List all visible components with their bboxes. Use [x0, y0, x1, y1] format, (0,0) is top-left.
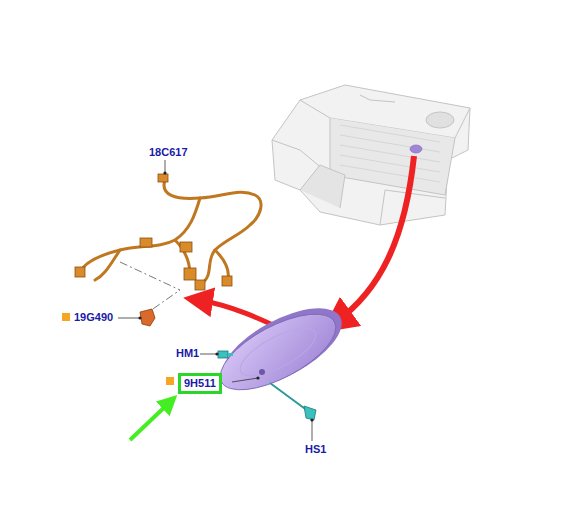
highlight-box: 9H511 [178, 373, 222, 394]
truck-bed [272, 85, 470, 225]
fastener-hs1 [270, 383, 316, 420]
location-arrow [336, 156, 414, 322]
callout-number: HM1 [175, 347, 200, 360]
trim-plate [209, 292, 353, 405]
callout-number: 19G490 [73, 311, 114, 324]
highlight-arrow [130, 402, 170, 440]
harness-connectors [75, 174, 232, 290]
callout-number: HS1 [304, 443, 327, 456]
fastener-hm1 [218, 351, 233, 358]
part-number: 9H511 [184, 377, 216, 390]
connector-part [140, 309, 155, 326]
wiring-harness [80, 180, 261, 285]
callout-number: 18C617 [148, 146, 189, 159]
leader-dot [138, 171, 313, 421]
part-location [410, 145, 422, 153]
leader-line [118, 160, 312, 441]
